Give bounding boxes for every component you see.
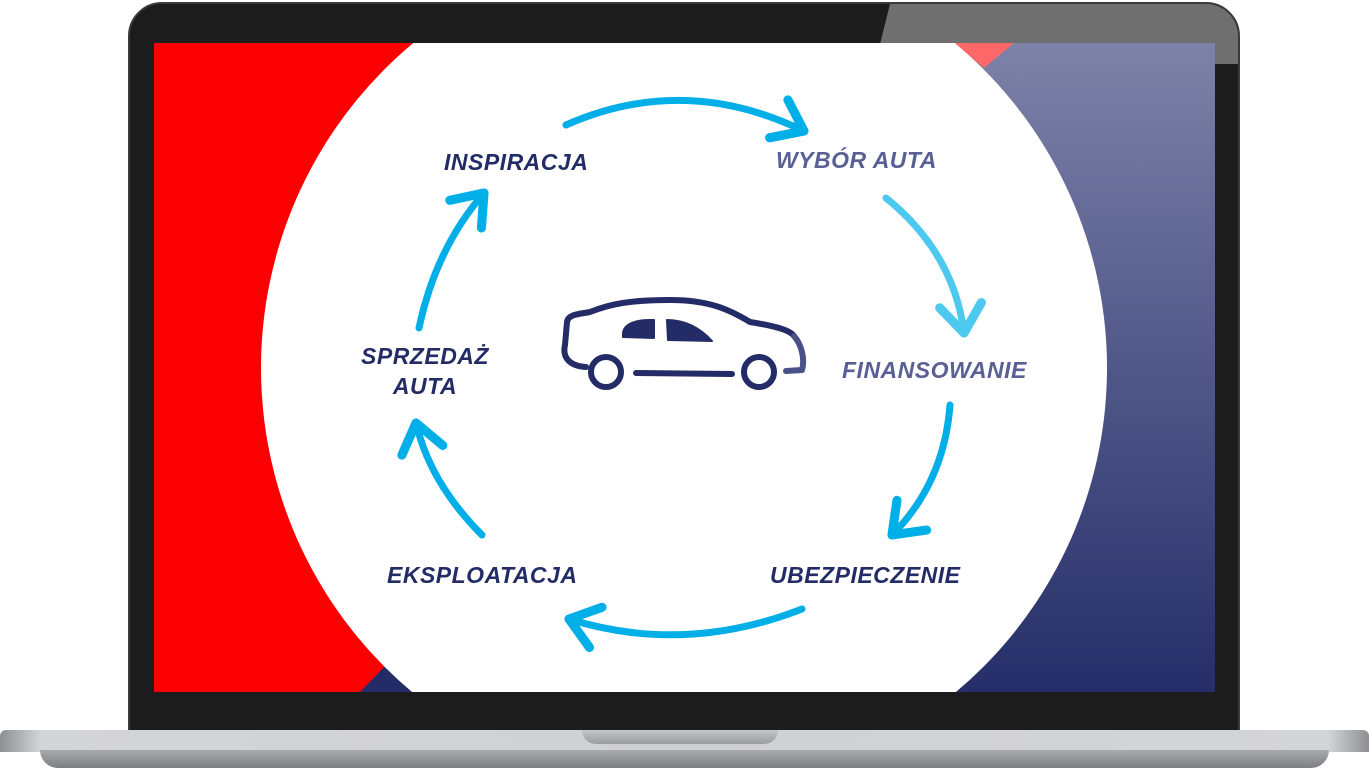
laptop-notch bbox=[582, 730, 778, 744]
step-finansowanie: FINANSOWANIE bbox=[842, 357, 1027, 383]
step-sprzedaz-auta: SPRZEDAŻ AUTA bbox=[344, 341, 506, 401]
diagram-background bbox=[154, 43, 1215, 692]
accent-triangle-bottom bbox=[360, 665, 412, 692]
arrow-finansowanie-to-ubezpieczenie bbox=[887, 401, 954, 540]
step-inspiracja: INSPIRACJA bbox=[444, 149, 589, 175]
arrow-inspiracja-to-wybor bbox=[562, 95, 809, 143]
arrow-ubezpieczenie-to-eksploatacja bbox=[564, 602, 806, 652]
arrow-eksploatacja-to-sprzedaz bbox=[397, 418, 486, 539]
step-wybor-auta: WYBÓR AUTA bbox=[776, 147, 937, 173]
arrow-sprzedaz-to-inspiracja bbox=[415, 188, 489, 332]
accent-triangle-top bbox=[954, 43, 1014, 68]
slide-screen: INSPIRACJA WYBÓR AUTA FINANSOWANIE UBEZP… bbox=[154, 43, 1215, 692]
step-ubezpieczenie: UBEZPIECZENIE bbox=[770, 562, 961, 588]
laptop-base-bottom bbox=[40, 750, 1329, 768]
step-sprzedaz-line1: SPRZEDAŻ bbox=[361, 343, 489, 369]
arrow-wybor-to-finansowanie bbox=[882, 194, 986, 338]
step-sprzedaz-line2: AUTA bbox=[392, 373, 458, 399]
car-icon bbox=[561, 297, 807, 390]
step-eksploatacja: EKSPLOATACJA bbox=[387, 562, 578, 588]
